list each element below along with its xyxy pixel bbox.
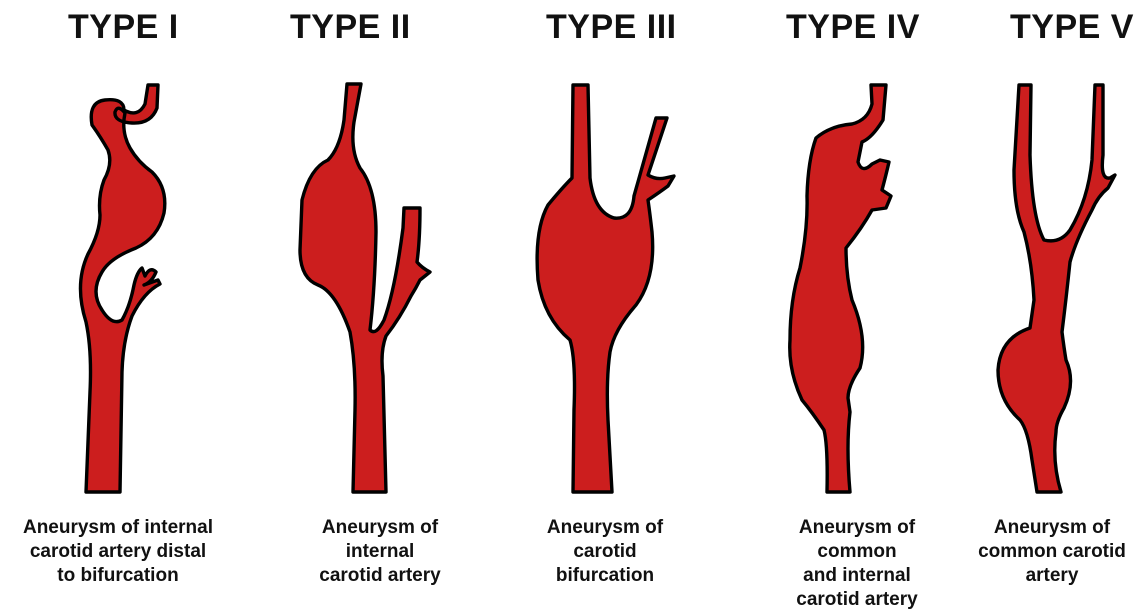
caption-line: bifurcation [485,564,725,588]
panel-title-type-3: TYPE III [546,8,677,47]
vessel-type-3 [537,85,674,492]
caption-line: Aneurysm of internal [0,516,238,540]
vessel-type-2 [300,84,430,492]
caption-line: artery [932,564,1143,588]
caption-line: carotid artery [260,564,500,588]
caption-line: carotid [485,540,725,564]
caption-line: carotid artery [737,588,977,612]
caption-line: Aneurysm of [932,516,1143,540]
vessel-type-4 [790,85,891,492]
vessel-type-5 [998,85,1115,492]
panel-caption-type-2: Aneurysm of internal carotid artery [260,516,500,588]
caption-line: Aneurysm of [260,516,500,540]
panel-title-type-5: TYPE V [1010,8,1134,47]
panel-title-type-4: TYPE IV [786,8,920,47]
panel-caption-type-1: Aneurysm of internal carotid artery dist… [0,516,238,588]
caption-line: common carotid [932,540,1143,564]
panel-title-type-1: TYPE I [68,8,179,47]
caption-line: internal [260,540,500,564]
vessel-type-1 [80,85,164,492]
caption-line: carotid artery distal [0,540,238,564]
caption-line: to bifurcation [0,564,238,588]
panel-caption-type-5: Aneurysm of common carotid artery [932,516,1143,588]
panel-title-type-2: TYPE II [290,8,411,47]
panel-caption-type-3: Aneurysm of carotid bifurcation [485,516,725,588]
caption-line: Aneurysm of [485,516,725,540]
